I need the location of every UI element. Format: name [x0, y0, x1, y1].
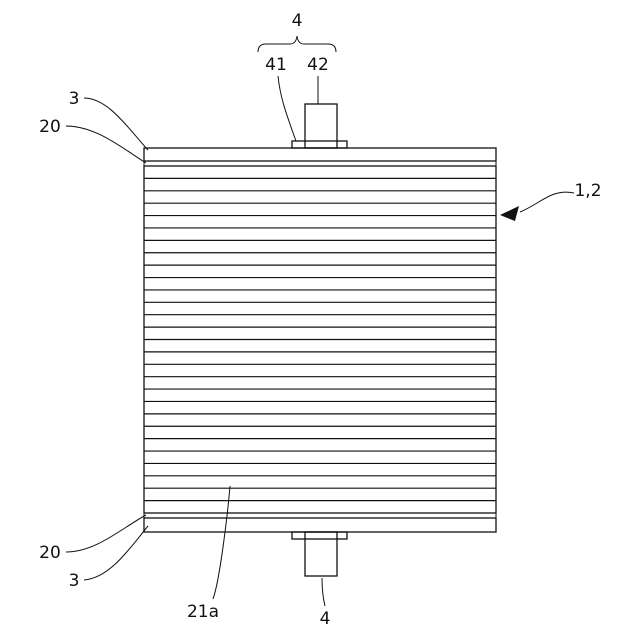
- label-3-top: 3: [69, 89, 80, 109]
- end-plate-3-top: [144, 148, 496, 161]
- insulator-20-bottom: [144, 513, 496, 518]
- leader-20-top: [66, 126, 146, 163]
- label-20-top: 20: [39, 117, 61, 137]
- label-21a: 21a: [187, 602, 219, 622]
- label-20-bottom: 20: [39, 543, 61, 563]
- end-plate-3-bottom: [144, 518, 496, 532]
- insulator-20-top: [144, 161, 496, 166]
- leader-21a: [213, 486, 230, 599]
- leader-41: [278, 76, 296, 141]
- top-terminal: [292, 104, 347, 148]
- arrow-head-1-2: [500, 206, 519, 221]
- label-41: 41: [265, 55, 287, 75]
- terminal-flange-41-top: [292, 141, 347, 148]
- cell-stack-1-2: [144, 178, 496, 500]
- leader-3-top: [84, 98, 148, 150]
- terminal-group-brace: [258, 36, 336, 52]
- label-4-bottom: 4: [320, 609, 331, 629]
- label-4-top: 4: [292, 11, 303, 31]
- terminal-flange-bottom: [292, 532, 347, 539]
- bottom-terminal: [292, 532, 347, 576]
- leader-4-bottom: [322, 578, 325, 606]
- label-1-2: 1,2: [574, 181, 601, 201]
- leader-20-bottom: [66, 515, 146, 552]
- leader-1-2: [520, 192, 574, 212]
- label-3-bottom: 3: [69, 571, 80, 591]
- label-42: 42: [307, 55, 329, 75]
